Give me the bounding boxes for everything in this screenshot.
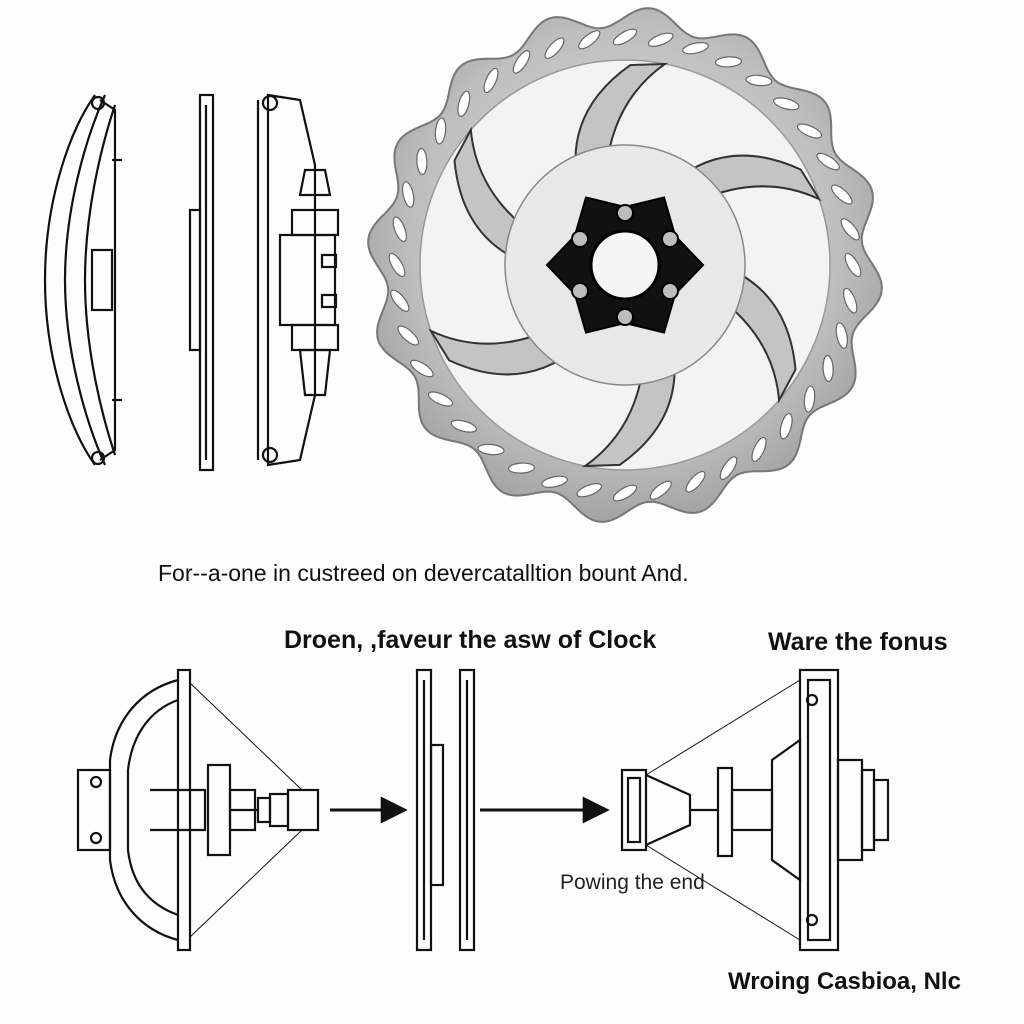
rotor-cutout <box>751 436 767 463</box>
label-bottom-right: Wroing Casbioa, Nlc <box>728 968 961 995</box>
rotor-cutout <box>576 483 603 498</box>
rotor-cutout <box>388 252 406 278</box>
rotor-cutout <box>507 462 536 474</box>
rotor-cutout <box>796 123 823 139</box>
brake-rotor <box>367 7 883 523</box>
rotor-cutout <box>397 325 420 346</box>
rotor-bolt-hole <box>571 230 589 248</box>
rotor-cutout <box>392 216 407 243</box>
rotor-cutout <box>578 30 601 50</box>
caliper-assembly-right <box>620 668 890 952</box>
rotor-cutout <box>830 184 853 205</box>
rotor-cutout <box>647 32 674 47</box>
rotor-cutout <box>685 470 706 493</box>
rotor-cutout <box>390 289 410 312</box>
rotor-bolt-hole <box>616 204 634 222</box>
rotor-cutout <box>682 42 709 55</box>
rotor-cutout <box>779 412 793 440</box>
rotor-cutout <box>772 97 800 111</box>
rotor-cutout <box>835 322 848 349</box>
rotor-cutout <box>803 385 816 413</box>
rotor-cutout <box>457 90 471 118</box>
rotor-cutout <box>450 419 478 433</box>
rotor-bolt-hole <box>571 282 589 300</box>
rotor-cutout <box>544 37 565 60</box>
rotor-bolt-hole <box>661 282 679 300</box>
rotor-cutout <box>719 456 738 480</box>
caliper-cross-section <box>76 668 320 952</box>
rotor-cutout <box>477 443 505 456</box>
caliper-side-view <box>43 94 122 466</box>
rotor-cutout <box>410 359 434 378</box>
rotor-cutout <box>402 181 415 208</box>
rotor-cutout <box>427 391 454 407</box>
brake-pad-side-view <box>188 93 215 472</box>
label-caliper-assembly: Ware the fonus <box>768 628 948 656</box>
rotor-cutout <box>844 252 862 278</box>
rotor-cutout <box>541 475 568 488</box>
rotor-cutout <box>714 56 743 68</box>
rotor-bolt-hole <box>616 308 634 326</box>
rotor-cutout <box>840 218 860 241</box>
rotor-cutout <box>843 287 858 314</box>
rotor-cutout <box>416 147 428 176</box>
label-arrow-annotation: Powing the end <box>560 871 705 894</box>
caliper-bolt-assembly <box>256 93 340 467</box>
label-caliper-section: Droen, ,faveur the asw of Clock <box>284 626 657 654</box>
rotor-cutout <box>612 484 638 502</box>
diagram-caption: For--a-one in custreed on devercatalltio… <box>158 560 689 586</box>
rotor-cutout <box>612 28 638 46</box>
rotor-plates-side-view <box>415 668 476 952</box>
rotor-cutout <box>434 117 447 145</box>
rotor-cutout <box>483 67 499 94</box>
rotor-cutout <box>512 50 531 74</box>
rotor-cutout <box>649 480 672 500</box>
rotor-cutout <box>816 152 840 171</box>
rotor-cutout <box>745 74 773 87</box>
rotor-cutout <box>822 354 834 383</box>
rotor-bolt-hole <box>661 230 679 248</box>
